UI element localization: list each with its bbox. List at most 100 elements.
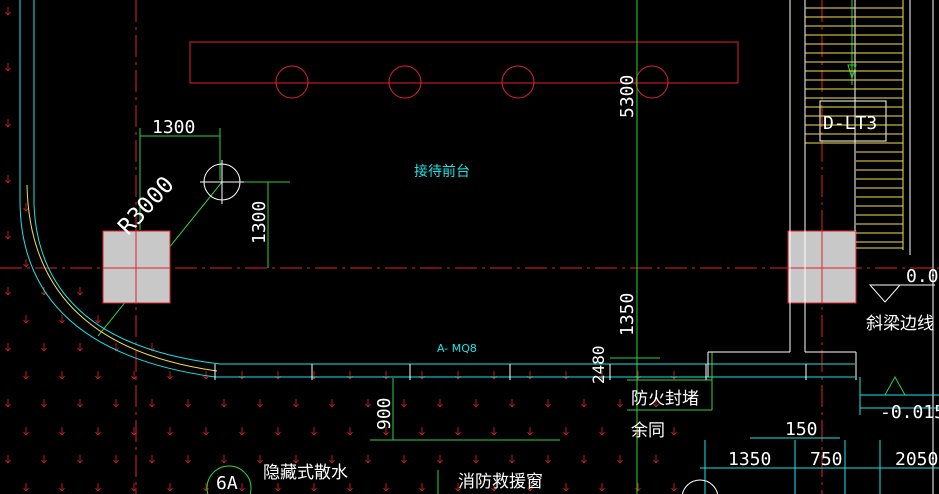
- hatch-arrow: [401, 455, 407, 464]
- hatch-arrow: [131, 371, 137, 380]
- ground-hatch-pattern: [5, 7, 677, 492]
- hatch-arrow: [167, 427, 173, 436]
- fire-seal-label: 防火封堵: [631, 389, 699, 409]
- hatch-arrow: [59, 427, 65, 436]
- hatch-arrow: [5, 287, 11, 296]
- column-tag-box: [819, 100, 887, 142]
- dim-5300-text: 5300: [617, 75, 638, 118]
- counter-outline: [189, 41, 739, 84]
- hatch-arrow: [23, 427, 29, 436]
- center-mark: [200, 160, 244, 204]
- hatch-arrow: [203, 427, 209, 436]
- hatch-arrow: [455, 371, 461, 380]
- hatch-arrow: [113, 455, 119, 464]
- hatch-arrow: [509, 455, 515, 464]
- hatch-arrow: [95, 371, 101, 380]
- hidden-sprinkler-label: 隐藏式散水: [263, 463, 348, 483]
- hatch-arrow: [419, 371, 425, 380]
- hatch-arrow: [581, 455, 587, 464]
- hatch-arrow: [671, 371, 677, 380]
- elevation-bottom-text: -0.015: [880, 402, 939, 423]
- dimension-lines: [97, 0, 713, 494]
- hatch-arrow: [77, 343, 83, 352]
- hatch-arrow: [275, 483, 281, 492]
- hatch-arrow: [23, 483, 29, 492]
- hatch-arrow: [473, 455, 479, 464]
- hatch-arrow: [563, 371, 569, 380]
- hatch-arrow: [77, 287, 83, 296]
- hatch-arrow: [239, 427, 245, 436]
- hatch-arrow: [491, 371, 497, 380]
- hatch-arrow: [365, 399, 371, 408]
- hatch-arrow: [311, 483, 317, 492]
- hatch-arrow: [635, 483, 641, 492]
- hatch-arrow: [491, 483, 497, 492]
- hatch-arrow: [131, 483, 137, 492]
- hatch-arrow: [5, 175, 11, 184]
- counter-stool-1: [275, 65, 309, 99]
- hatch-arrow: [5, 7, 11, 16]
- hatch-arrow: [275, 427, 281, 436]
- axis-6a-text: 6A: [216, 473, 238, 494]
- axis-bubble-6a: [206, 465, 252, 494]
- counter-stool-2: [388, 65, 422, 99]
- hatch-arrow: [617, 399, 623, 408]
- hatch-arrow: [239, 371, 245, 380]
- hatch-arrow: [5, 119, 11, 128]
- wall-mullions: [311, 364, 807, 380]
- hatch-arrow: [509, 399, 515, 408]
- hatch-arrow: [455, 483, 461, 492]
- hatch-arrow: [347, 371, 353, 380]
- elevation-top-text: 0.0: [906, 266, 939, 287]
- hatch-arrow: [383, 371, 389, 380]
- hatch-arrow: [599, 483, 605, 492]
- hatch-arrow: [185, 455, 191, 464]
- hatch-arrow: [59, 483, 65, 492]
- hatch-arrow: [437, 399, 443, 408]
- hatch-arrow: [599, 427, 605, 436]
- hatch-arrow: [257, 455, 263, 464]
- hatch-arrow: [383, 483, 389, 492]
- hatch-arrow: [653, 455, 659, 464]
- hatch-arrow: [401, 399, 407, 408]
- curved-wall: [19, 0, 855, 380]
- hatch-arrow: [77, 399, 83, 408]
- hatch-arrow: [23, 371, 29, 380]
- hatch-arrow: [329, 399, 335, 408]
- dim-2050-text: 2050: [895, 449, 938, 470]
- hatch-arrow: [563, 427, 569, 436]
- hatch-arrow: [5, 455, 11, 464]
- hatch-arrow: [635, 371, 641, 380]
- hatch-arrow: [653, 399, 659, 408]
- reception-counter: [189, 41, 739, 99]
- dim-2480-text: 2480: [589, 345, 608, 384]
- hatch-arrow: [491, 427, 497, 436]
- hatch-arrow: [671, 427, 677, 436]
- hatch-arrow: [95, 427, 101, 436]
- hatch-arrow: [419, 427, 425, 436]
- hatch-arrow: [347, 427, 353, 436]
- curved-wall-inner: [33, 0, 855, 365]
- hatch-arrow: [257, 399, 263, 408]
- hatch-arrow: [545, 455, 551, 464]
- hatch-arrow: [41, 343, 47, 352]
- hatch-arrow: [59, 371, 65, 380]
- slope-beam-label: 斜梁边线: [866, 314, 934, 334]
- hatch-arrow: [23, 315, 29, 324]
- annotation-text: 接待前台 A- MQ8 防火封堵 余同 隐藏式散水 消防救援窗 斜梁边线: [263, 163, 934, 492]
- hatch-arrow: [95, 483, 101, 492]
- hatch-arrow: [563, 483, 569, 492]
- hatch-arrow: [293, 399, 299, 408]
- hatch-arrow: [41, 455, 47, 464]
- hatch-arrow: [5, 231, 11, 240]
- wall-tag-label: A- MQ8: [437, 342, 477, 355]
- hatch-arrow: [419, 483, 425, 492]
- hatch-arrow: [617, 455, 623, 464]
- hatch-arrow: [23, 259, 29, 268]
- dim-1300-top-text: 1300: [152, 117, 195, 138]
- hatch-arrow: [527, 483, 533, 492]
- hatch-arrow: [293, 455, 299, 464]
- hatch-arrow: [167, 371, 173, 380]
- curved-wall-outer: [19, 0, 855, 378]
